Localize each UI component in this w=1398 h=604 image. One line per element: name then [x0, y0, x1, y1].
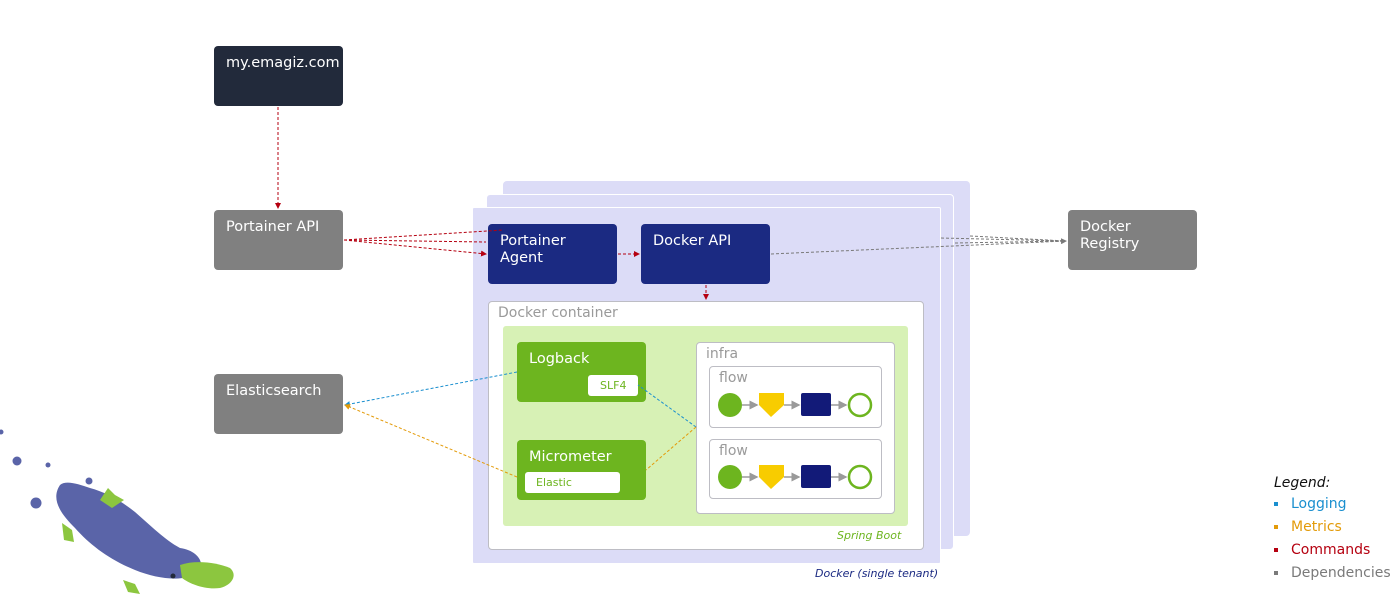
- emagiz-portal-box: my.emagiz.com: [214, 46, 343, 106]
- infra-title: infra: [706, 346, 739, 362]
- docker-api-label: Docker API: [653, 233, 732, 249]
- docker-api-box: Docker API: [641, 224, 770, 284]
- logback-label: Logback: [529, 351, 590, 367]
- legend-title: Legend:: [1274, 475, 1331, 491]
- legend-label-logging: Logging: [1291, 496, 1347, 512]
- legend-swatch-commands: [1274, 548, 1278, 552]
- legend-swatch-logging: [1274, 502, 1278, 506]
- flow2-start-circle-icon: [718, 465, 742, 489]
- legend-item-logging: Logging: [1274, 493, 1394, 516]
- legend-item-metrics: Metrics: [1274, 516, 1394, 539]
- flow2-end-circle-icon: [847, 464, 873, 490]
- flow-title-2: flow: [719, 443, 748, 459]
- legend-label-dependencies: Dependencies: [1291, 565, 1391, 581]
- docker-registry-label: Docker Registry: [1080, 219, 1140, 252]
- flow1-start-circle-icon: [718, 393, 742, 417]
- logging-logback-to-elasticsearch: [344, 371, 518, 408]
- dependency-docker-api-to-registry-3: [954, 240, 1067, 244]
- docker-container-title: Docker container: [498, 305, 618, 321]
- slf4-tag: SLF4: [588, 375, 638, 396]
- legend-swatch-dependencies: [1274, 571, 1278, 575]
- dependency-docker-api-to-registry-4: [969, 235, 1067, 242]
- elastic-label: Elastic: [536, 476, 572, 489]
- portainer-api-box: Portainer API: [214, 210, 343, 270]
- elasticsearch-label: Elasticsearch: [226, 383, 322, 399]
- portainer-agent-label: Portainer Agent: [500, 233, 566, 266]
- flow1-filter-shield-icon: [759, 393, 784, 417]
- flow2-process-square-icon: [801, 465, 831, 488]
- platypus-mascot-icon: [0, 429, 234, 594]
- legend-label-commands: Commands: [1291, 542, 1371, 558]
- flow-title-1: flow: [719, 370, 748, 386]
- slf4-label: SLF4: [600, 379, 627, 392]
- legend-item-dependencies: Dependencies: [1274, 562, 1394, 585]
- legend-item-commands: Commands: [1274, 539, 1394, 562]
- metrics-infra-to-micrometer: [645, 426, 697, 471]
- elasticsearch-box: Elasticsearch: [214, 374, 343, 434]
- dependency-docker-api-to-registry-2: [940, 237, 1067, 242]
- elastic-tag: Elastic: [525, 472, 620, 493]
- command-portainer-to-agent-1: [343, 229, 504, 241]
- dependency-docker-api-to-registry-1: [770, 238, 1067, 255]
- docker-single-tenant-label: Docker (single tenant): [815, 567, 939, 580]
- flow1-process-square-icon: [801, 393, 831, 416]
- spring-boot-label: Spring Boot: [837, 529, 902, 542]
- emagiz-portal-label: my.emagiz.com: [226, 55, 340, 71]
- command-portainer-to-agent-2: [343, 239, 487, 243]
- docker-registry-box: Docker Registry: [1068, 210, 1197, 270]
- logback-box: Logback SLF4: [517, 342, 646, 402]
- portainer-api-label: Portainer API: [226, 219, 320, 235]
- legend-label-metrics: Metrics: [1291, 519, 1342, 535]
- portainer-agent-box: Portainer Agent: [488, 224, 617, 284]
- legend: Legend: Logging Metrics Commands Depende…: [1274, 475, 1394, 585]
- micrometer-box: Micrometer Elastic: [517, 440, 646, 500]
- micrometer-label: Micrometer: [529, 449, 612, 465]
- legend-swatch-metrics: [1274, 525, 1278, 529]
- flow1-end-circle-icon: [847, 392, 873, 418]
- logging-infra-to-logback: [637, 384, 697, 428]
- flow2-filter-shield-icon: [759, 465, 784, 489]
- command-portainer-to-agent-3: [343, 239, 487, 257]
- metrics-micrometer-to-elasticsearch: [344, 404, 518, 478]
